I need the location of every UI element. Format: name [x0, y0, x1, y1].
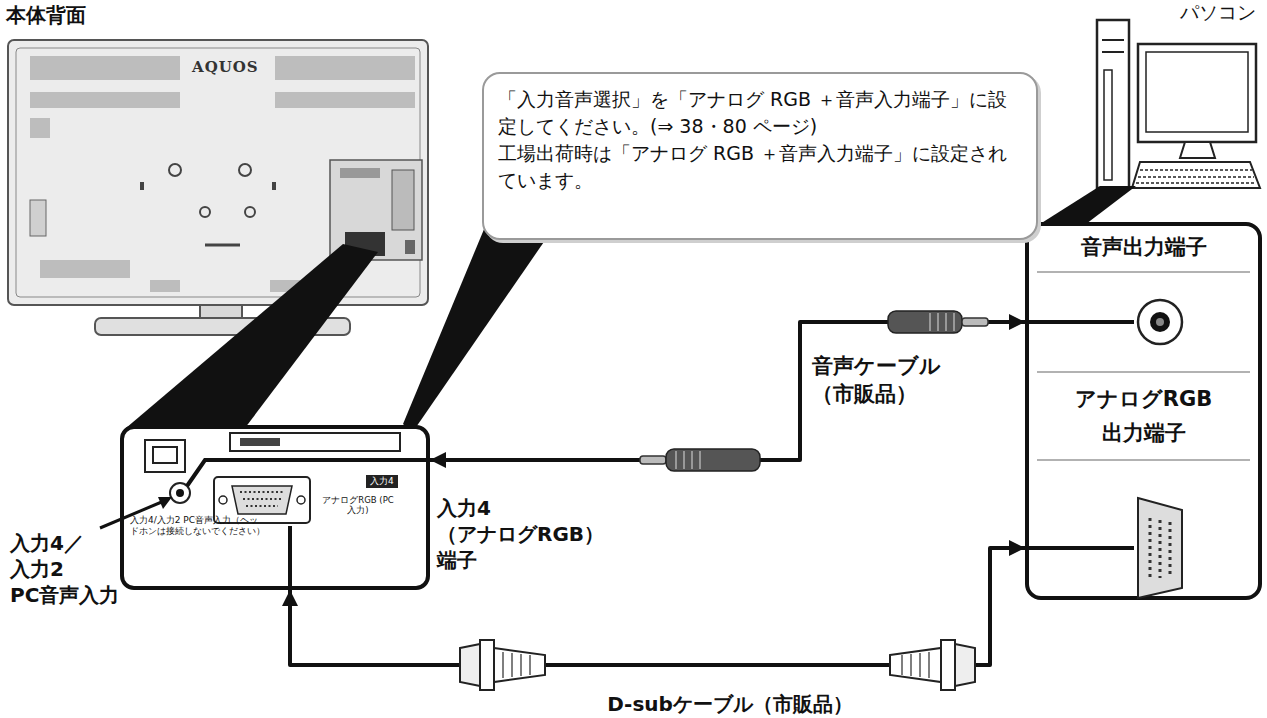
cable-label: 音声ケーブル （市販品） — [812, 352, 982, 408]
callout-note: 工場出荷時は「アナログ RGB ＋音声入力端子」に設定されています。 — [498, 140, 1022, 194]
arrow-head — [1009, 314, 1025, 330]
terminal-panel: 入力4/入力2 PC音声入力（ヘッドホンは接続しないでください） アナログRGB … — [120, 425, 430, 590]
panel-print: 入力4/入力2 PC音声入力（ヘッドホンは接続しないでください） — [130, 515, 265, 537]
cable-line — [290, 548, 1025, 665]
tv-back — [8, 40, 428, 335]
arrow-head — [282, 590, 298, 606]
view-title: 本体背面 — [6, 2, 86, 29]
dsub-plug — [890, 640, 975, 690]
pc-leader — [1040, 186, 1136, 224]
cable-connector — [430, 314, 1025, 468]
terminal-name: 入力4／ 入力2 PC音声入力 — [10, 530, 118, 608]
arrow-head — [430, 452, 446, 468]
panel-badge: 入力4 — [366, 475, 398, 488]
cable-line — [430, 322, 1025, 460]
arrow-head — [1009, 540, 1025, 556]
cable-connector — [282, 540, 1025, 665]
callout-note: 「入力音声選択」を「アナログ RGB ＋音声入力端子」に設定してください。(⇒ … — [498, 86, 1022, 140]
brand-logo: AQUOS — [192, 58, 259, 76]
audio-plug — [640, 449, 760, 471]
callout-tail — [403, 210, 548, 433]
output-section: 音声出力端子 — [1025, 222, 1262, 372]
section-heading: 音声出力端子 — [1025, 234, 1262, 260]
cable-label: D-subケーブル（市販品） — [560, 692, 900, 716]
dsub-plug — [460, 640, 545, 690]
output-section: アナログRGB 出力端子 — [1025, 372, 1262, 600]
terminal-panel-drawing — [100, 427, 428, 588]
audio-plug — [888, 311, 988, 333]
device-name: パソコン — [1180, 0, 1256, 26]
terminal-name: 入力4 （アナログRGB）端子 — [437, 495, 637, 573]
panel-print: アナログRGB (PC入力) — [322, 495, 394, 515]
section-heading: アナログRGB 出力端子 — [1059, 382, 1229, 450]
pc-illustration — [1097, 20, 1260, 188]
callout-bubble: 「入力音声選択」を「アナログ RGB ＋音声入力端子」に設定してください。(⇒ … — [482, 72, 1038, 240]
pc-terminal-box — [1027, 224, 1260, 598]
zoom-leader — [126, 244, 378, 428]
